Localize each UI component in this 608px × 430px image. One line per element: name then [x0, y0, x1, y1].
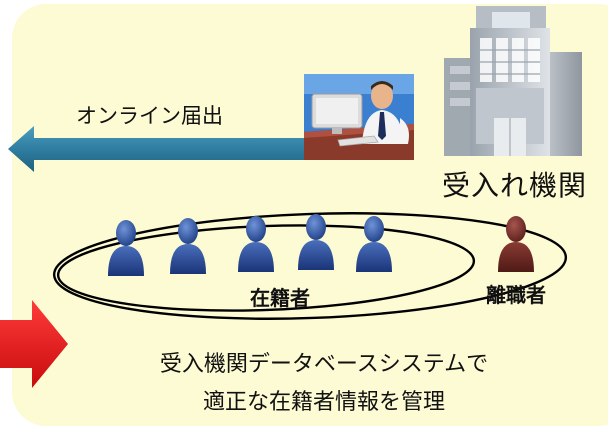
online-submission-label: オンライン届出 — [76, 104, 223, 128]
enrolled-person-icon — [356, 216, 392, 272]
enrolled-staff-label: 在籍者 — [250, 286, 310, 310]
online-submission-arrow-icon — [8, 126, 308, 172]
enrolled-person-icon — [108, 220, 144, 276]
personnel-groups — [52, 212, 568, 320]
caption-line-2: 適正な在籍者情報を管理 — [202, 390, 445, 415]
enrolled-person-icon — [238, 216, 274, 272]
enrolled-person-icon — [298, 214, 334, 270]
caption-line-1: 受入機関データベースシステムで — [159, 352, 489, 377]
office-worker-at-computer-icon — [304, 74, 414, 160]
office-building-icon — [444, 6, 582, 156]
receiving-organization-label: 受入れ機関 — [442, 169, 588, 202]
enrolled-person-icon — [170, 218, 206, 274]
former-employee-label: 離職者 — [486, 283, 546, 307]
input-arrow-icon — [0, 300, 68, 388]
former-employee-person-icon — [498, 216, 534, 272]
